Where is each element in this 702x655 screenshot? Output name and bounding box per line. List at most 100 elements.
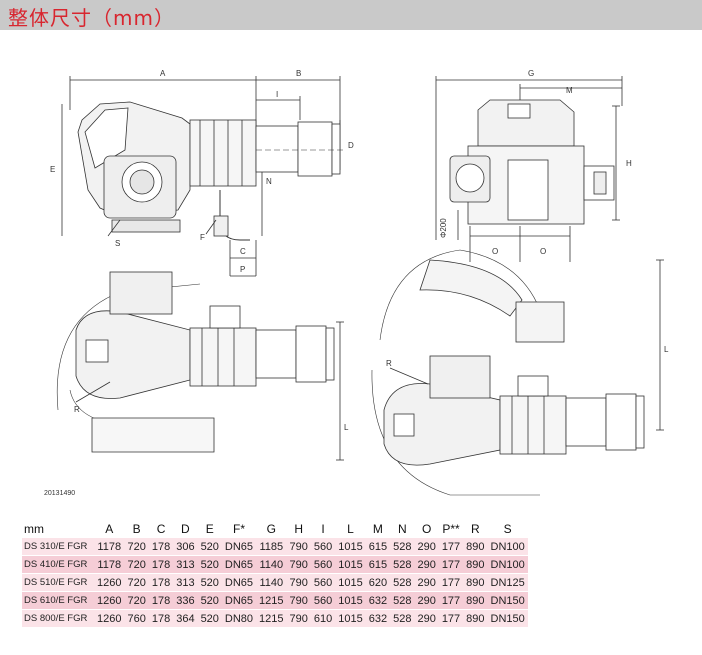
table-cell: 177 bbox=[438, 573, 464, 592]
model-cell: DS 610/E FGR bbox=[22, 591, 94, 610]
column-header: P** bbox=[442, 522, 460, 536]
table-cell: 1215 bbox=[256, 591, 287, 610]
table-cell: 560 bbox=[310, 538, 336, 556]
table-cell: 560 bbox=[310, 555, 336, 574]
svg-text:S: S bbox=[115, 239, 120, 248]
table-cell: 290 bbox=[414, 573, 439, 592]
svg-text:R: R bbox=[386, 359, 392, 368]
column-header: D bbox=[181, 522, 190, 536]
column-header: O bbox=[421, 522, 432, 536]
column-header: C bbox=[156, 522, 166, 536]
table-cell: 528 bbox=[390, 538, 415, 556]
table-cell: 632 bbox=[365, 609, 391, 628]
table-cell: 890 bbox=[463, 538, 488, 556]
plan-view-closed: R L bbox=[56, 271, 349, 461]
table-cell: 178 bbox=[148, 573, 174, 592]
table-cell: 177 bbox=[438, 555, 464, 574]
model-cell: DS 310/E FGR bbox=[22, 538, 94, 556]
column-header: mm bbox=[24, 522, 44, 536]
svg-text:F: F bbox=[200, 233, 205, 242]
column-header: B bbox=[132, 522, 141, 536]
table-cell: 1140 bbox=[256, 573, 287, 592]
table-cell: 760 bbox=[124, 609, 149, 628]
svg-text:D: D bbox=[348, 141, 354, 150]
svg-text:G: G bbox=[528, 69, 534, 78]
table-cell: DN125 bbox=[487, 573, 528, 592]
column-header: G bbox=[266, 522, 276, 536]
side-view: A B I D E N S F C P bbox=[50, 69, 354, 277]
table-cell: 528 bbox=[390, 591, 415, 610]
model-cell: DS 800/E FGR bbox=[22, 609, 94, 628]
table-row: DS 410/E FGR 1178 720 178 313 520 DN65 1… bbox=[22, 555, 528, 574]
table-cell: 1185 bbox=[256, 538, 287, 556]
table-cell: 720 bbox=[124, 555, 149, 574]
table-cell: 290 bbox=[414, 555, 439, 574]
table-cell: DN80 bbox=[221, 609, 257, 628]
table-cell: 336 bbox=[173, 591, 198, 610]
table-cell: 615 bbox=[365, 538, 391, 556]
column-header: F* bbox=[232, 522, 245, 536]
table-cell: 1140 bbox=[256, 555, 287, 574]
svg-text:L: L bbox=[344, 423, 349, 432]
table-cell: 560 bbox=[310, 573, 336, 592]
column-header: S bbox=[503, 522, 512, 536]
table-cell: 290 bbox=[414, 538, 439, 556]
page-title: 整体尺寸（mm） bbox=[8, 6, 175, 30]
svg-text:O: O bbox=[492, 247, 498, 256]
table-cell: 720 bbox=[124, 591, 149, 610]
table-cell: DN150 bbox=[487, 591, 528, 610]
column-header: H bbox=[294, 522, 304, 536]
table-cell: 890 bbox=[463, 609, 488, 628]
table-cell: 720 bbox=[124, 573, 149, 592]
table-cell: 1260 bbox=[94, 609, 125, 628]
dimension-table: mm A B C D E F* G H I L M N O P** R S DS… bbox=[22, 520, 528, 628]
table-cell: 306 bbox=[173, 538, 198, 556]
table-cell: DN65 bbox=[221, 555, 257, 574]
table-cell: 790 bbox=[286, 538, 311, 556]
table-cell: 528 bbox=[390, 573, 415, 592]
svg-text:A: A bbox=[160, 69, 166, 78]
table-cell: DN65 bbox=[221, 573, 257, 592]
table-cell: 290 bbox=[414, 609, 439, 628]
column-header: E bbox=[205, 522, 214, 536]
column-header: N bbox=[397, 522, 407, 536]
svg-text:M: M bbox=[566, 86, 573, 95]
table-cell: DN65 bbox=[221, 591, 257, 610]
svg-text:O: O bbox=[540, 247, 546, 256]
column-header: M bbox=[372, 522, 383, 536]
table-cell: 520 bbox=[197, 609, 222, 628]
table-cell: 632 bbox=[365, 591, 391, 610]
model-cell: DS 410/E FGR bbox=[22, 555, 94, 574]
svg-text:C: C bbox=[240, 247, 246, 256]
model-cell: DS 510/E FGR bbox=[22, 573, 94, 592]
plan-view-open: R L bbox=[371, 249, 669, 496]
table-row: DS 800/E FGR 1260 760 178 364 520 DN80 1… bbox=[22, 609, 528, 628]
table-cell: 1260 bbox=[94, 591, 125, 610]
column-header: A bbox=[105, 522, 114, 536]
table-cell: 1178 bbox=[94, 538, 125, 556]
table-cell: 520 bbox=[197, 573, 222, 592]
svg-text:Φ200: Φ200 bbox=[439, 218, 448, 238]
svg-text:R: R bbox=[74, 405, 80, 414]
table-cell: 1178 bbox=[94, 555, 125, 574]
table-cell: 790 bbox=[286, 591, 311, 610]
table-cell: 1015 bbox=[335, 538, 366, 556]
drawing-reference-code: 20131490 bbox=[44, 490, 76, 497]
table-cell: 290 bbox=[414, 591, 439, 610]
table-cell: 177 bbox=[438, 591, 464, 610]
dimension-drawing: A B I D E N S F C P bbox=[0, 40, 702, 510]
table-cell: 1015 bbox=[335, 609, 366, 628]
table-cell: 1215 bbox=[256, 609, 287, 628]
table-cell: 528 bbox=[390, 609, 415, 628]
table-cell: 178 bbox=[148, 555, 174, 574]
table-cell: DN100 bbox=[487, 538, 528, 556]
table-cell: DN100 bbox=[487, 555, 528, 574]
table-cell: 177 bbox=[438, 538, 464, 556]
table-cell: 890 bbox=[463, 591, 488, 610]
table-cell: 177 bbox=[438, 609, 464, 628]
table-cell: 620 bbox=[365, 573, 391, 592]
table-header-row: mm A B C D E F* G H I L M N O P** R S bbox=[22, 520, 528, 538]
table-cell: 313 bbox=[173, 555, 198, 574]
table-cell: 1015 bbox=[335, 591, 366, 610]
table-cell: DN150 bbox=[487, 609, 528, 628]
